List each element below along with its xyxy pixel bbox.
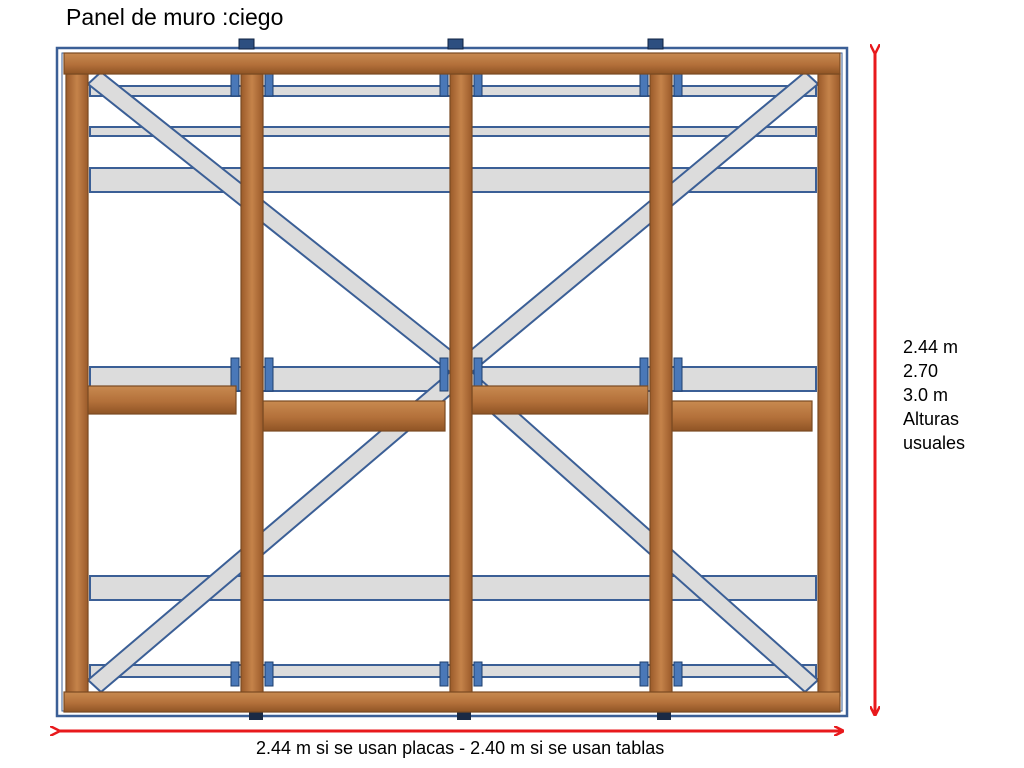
height-caption-line1: Alturas	[903, 409, 960, 429]
clip	[264, 72, 274, 97]
steel-braces	[86, 70, 820, 694]
diagram-title: Panel de muro :ciego	[66, 4, 284, 30]
wood-noggins	[86, 385, 813, 432]
clip	[473, 661, 483, 687]
clip	[264, 357, 274, 392]
anchor	[457, 712, 471, 720]
clip	[639, 72, 649, 97]
noggin-2	[262, 400, 446, 432]
anchor	[647, 38, 664, 50]
noggin-1	[86, 385, 237, 415]
height-caption-line2: usuales	[903, 433, 966, 453]
bottom-plate	[63, 691, 841, 713]
clip	[230, 661, 240, 687]
noggin-4	[671, 400, 813, 432]
noggin-3	[471, 385, 649, 415]
stud-left-end	[65, 73, 89, 697]
clip	[473, 72, 483, 97]
stud-3	[649, 73, 673, 697]
clip	[673, 72, 683, 97]
clip	[439, 661, 449, 687]
height-option-2: 2.70	[903, 361, 939, 381]
height-option-1: 2.44 m	[903, 337, 959, 357]
clip	[264, 661, 274, 687]
clip	[439, 72, 449, 97]
clip	[439, 357, 449, 392]
clip	[673, 357, 683, 392]
height-options: 2.44 m 2.70 3.0 m Alturas usuales	[903, 335, 965, 455]
anchor	[447, 38, 464, 50]
clip	[639, 661, 649, 687]
bottom-anchors	[249, 712, 671, 720]
top-anchors	[238, 38, 664, 50]
anchor	[238, 38, 255, 50]
top-plate	[63, 52, 841, 75]
stud-2	[449, 73, 473, 697]
stud-right-end	[817, 73, 841, 697]
clip	[230, 72, 240, 97]
anchor	[657, 712, 671, 720]
clip	[673, 661, 683, 687]
anchor	[249, 712, 263, 720]
stud-1	[240, 73, 264, 697]
width-dimension-label: 2.44 m si se usan placas - 2.40 m si se …	[256, 738, 665, 758]
height-option-3: 3.0 m	[903, 385, 949, 405]
